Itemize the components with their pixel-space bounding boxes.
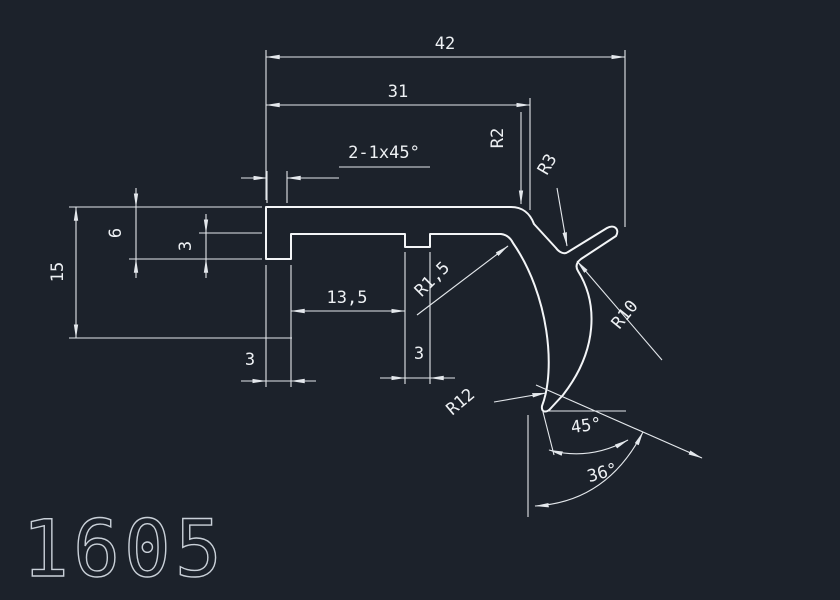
dim-notch-width-label: 3: [414, 344, 424, 364]
part-number: 1605: [22, 505, 226, 595]
dimension-labels: 42 31 R2 2-1x45° R3 15 6 3 13,5 R1,5 3 3…: [48, 34, 643, 487]
dim-upper-width-label: 31: [388, 82, 408, 102]
dim-r3-label: R3: [534, 151, 562, 179]
dim-step-height-label: 3: [176, 241, 196, 251]
leader-lines: [416, 112, 663, 403]
dim-angle45-label: 45°: [570, 414, 603, 438]
dim-chamfer-label: 2-1x45°: [348, 143, 420, 163]
dim-angle36-label: 36°: [585, 459, 620, 487]
dim-total-height-label: 15: [48, 262, 68, 282]
dim-total-width-label: 42: [435, 34, 455, 54]
dim-r12-label: R12: [443, 385, 479, 420]
profile-outline: [265, 206, 619, 413]
extension-lines: [69, 50, 703, 517]
dim-left-height-label: 6: [106, 228, 126, 238]
dim-groove-position-label: 13,5: [327, 288, 368, 308]
dim-leg-width-label: 3: [245, 350, 255, 370]
dim-r2-label: R2: [488, 128, 508, 148]
angle-arcs: [534, 431, 644, 508]
dimension-lines: [73, 54, 626, 384]
dim-r15-label: R1,5: [411, 258, 454, 301]
